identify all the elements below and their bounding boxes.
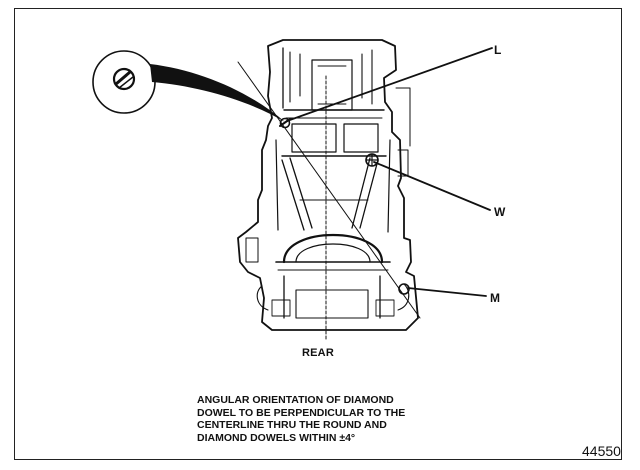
caption-line: DOWEL TO BE PERPENDICULAR TO THE	[197, 406, 406, 419]
caption-line: DIAMOND DOWELS WITHIN ±4°	[197, 431, 356, 444]
callout-label-w: W	[494, 205, 506, 219]
caption-line: CENTERLINE THRU THE ROUND AND	[197, 419, 387, 431]
callout-label-m: M	[490, 291, 501, 305]
figure-number: 44550	[582, 443, 621, 459]
caption-line: ANGULAR ORIENTATION OF DIAMOND	[197, 394, 394, 406]
dowel-centerline	[237, 61, 421, 319]
leader-line-w	[373, 161, 491, 211]
block-outline	[237, 39, 419, 331]
callout-label-l: L	[494, 43, 502, 57]
figure-frame	[14, 8, 622, 460]
leader-line-l	[286, 47, 493, 122]
round-dowel-w	[365, 153, 379, 167]
caption-text: ANGULAR ORIENTATION OF DIAMOND DOWEL TO …	[197, 394, 497, 444]
magnified-dowel-detail	[92, 50, 285, 122]
leader-line-m	[407, 287, 487, 297]
view-label-rear: REAR	[302, 347, 334, 359]
